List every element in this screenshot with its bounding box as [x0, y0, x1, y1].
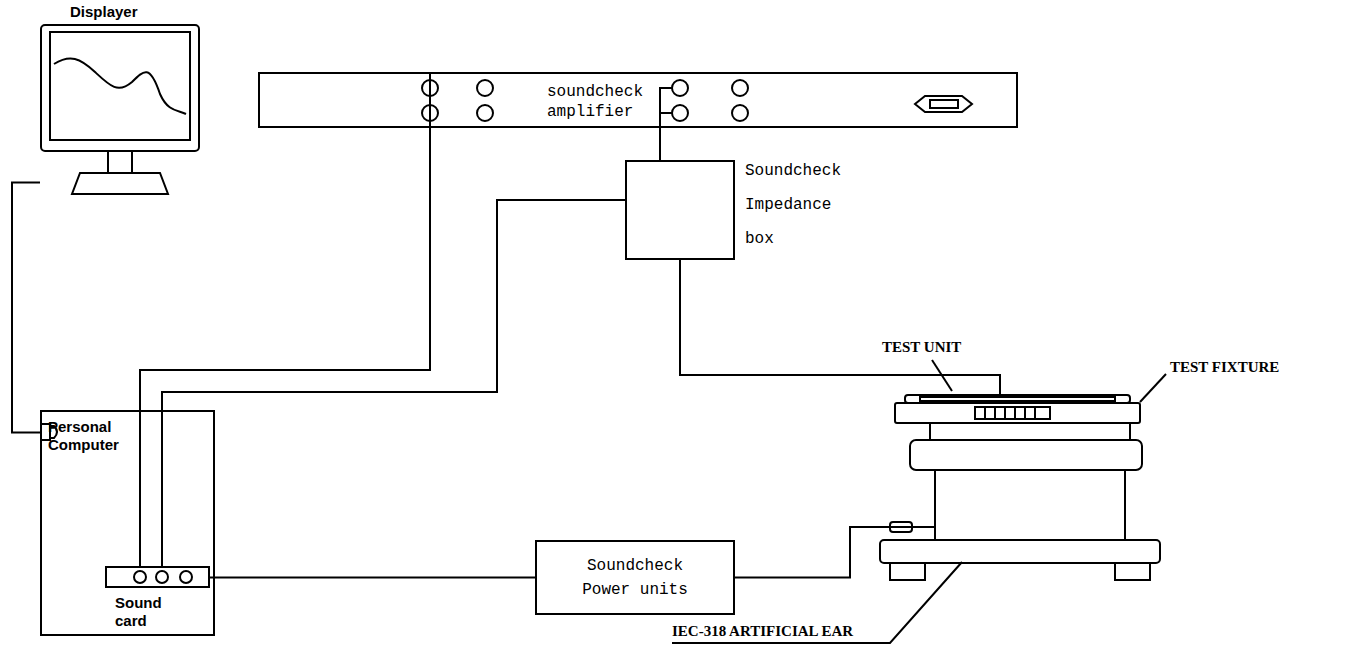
test-unit	[920, 397, 1115, 401]
screen-curve	[54, 58, 186, 114]
power-inlet	[915, 96, 972, 112]
part-label: TEST FIXTURE	[1170, 358, 1279, 376]
leader-line	[1140, 374, 1166, 402]
ear-cable	[880, 526, 935, 528]
fixture-insert	[975, 407, 1050, 419]
ear-drawing	[880, 395, 1160, 585]
sound-card-port	[134, 571, 146, 583]
sound-card: Sound card	[105, 566, 210, 588]
cable-line	[140, 72, 430, 566]
test-fixture	[895, 403, 1140, 423]
ear-foot	[1115, 563, 1150, 580]
cable-line	[12, 182, 40, 432]
sound-card-port	[180, 571, 192, 583]
monitor-drawing	[40, 24, 200, 200]
jack	[477, 105, 493, 121]
cable-line	[680, 260, 1000, 395]
fixture-insert	[985, 407, 1035, 419]
cable-line	[210, 576, 535, 579]
part-label: TEST UNIT	[882, 338, 961, 356]
part-label: Personal Computer	[48, 418, 128, 454]
ear-base	[880, 540, 1160, 563]
leader-line	[672, 562, 962, 643]
part-label: Displayer	[70, 3, 138, 21]
cable-line	[735, 527, 880, 578]
test-unit	[905, 395, 1130, 403]
monitor-frame	[41, 25, 199, 151]
amplifier-box: soundcheck amplifier	[258, 72, 1018, 128]
test-assembly: TEST UNITTEST FIXTUREIEC-318 ARTIFICIAL …	[880, 395, 1160, 585]
part-label: IEC-318 ARTIFICIAL EAR	[672, 622, 853, 640]
ear-body	[910, 440, 1142, 470]
monitor-neck	[108, 151, 132, 173]
ear-body	[935, 470, 1125, 540]
cable-line	[162, 200, 625, 566]
sound-card-port	[156, 571, 168, 583]
ear-foot	[890, 563, 925, 580]
computer-box: Personal ComputerSound card	[40, 410, 215, 636]
part-label: Sound card	[115, 594, 170, 630]
cable-line	[659, 128, 661, 160]
jack	[732, 80, 748, 96]
display-monitor: Displayer	[40, 24, 200, 200]
ear-plug	[890, 522, 912, 532]
jack	[672, 105, 688, 121]
power-inlet	[930, 100, 958, 108]
part-label: soundcheck amplifier	[547, 82, 657, 122]
jack-bracket	[660, 88, 672, 128]
impedance-box: Soundcheck Impedance box	[625, 160, 735, 260]
box-label: Soundcheck Power units	[575, 554, 695, 602]
monitor-screen	[50, 32, 190, 140]
jack	[672, 80, 688, 96]
part-label: Soundcheck Impedance box	[745, 154, 855, 256]
monitor-base	[72, 173, 168, 194]
power-unit-box: Soundcheck Power units	[535, 540, 735, 615]
jack	[477, 80, 493, 96]
ear-ring	[930, 423, 1130, 440]
jack	[732, 105, 748, 121]
